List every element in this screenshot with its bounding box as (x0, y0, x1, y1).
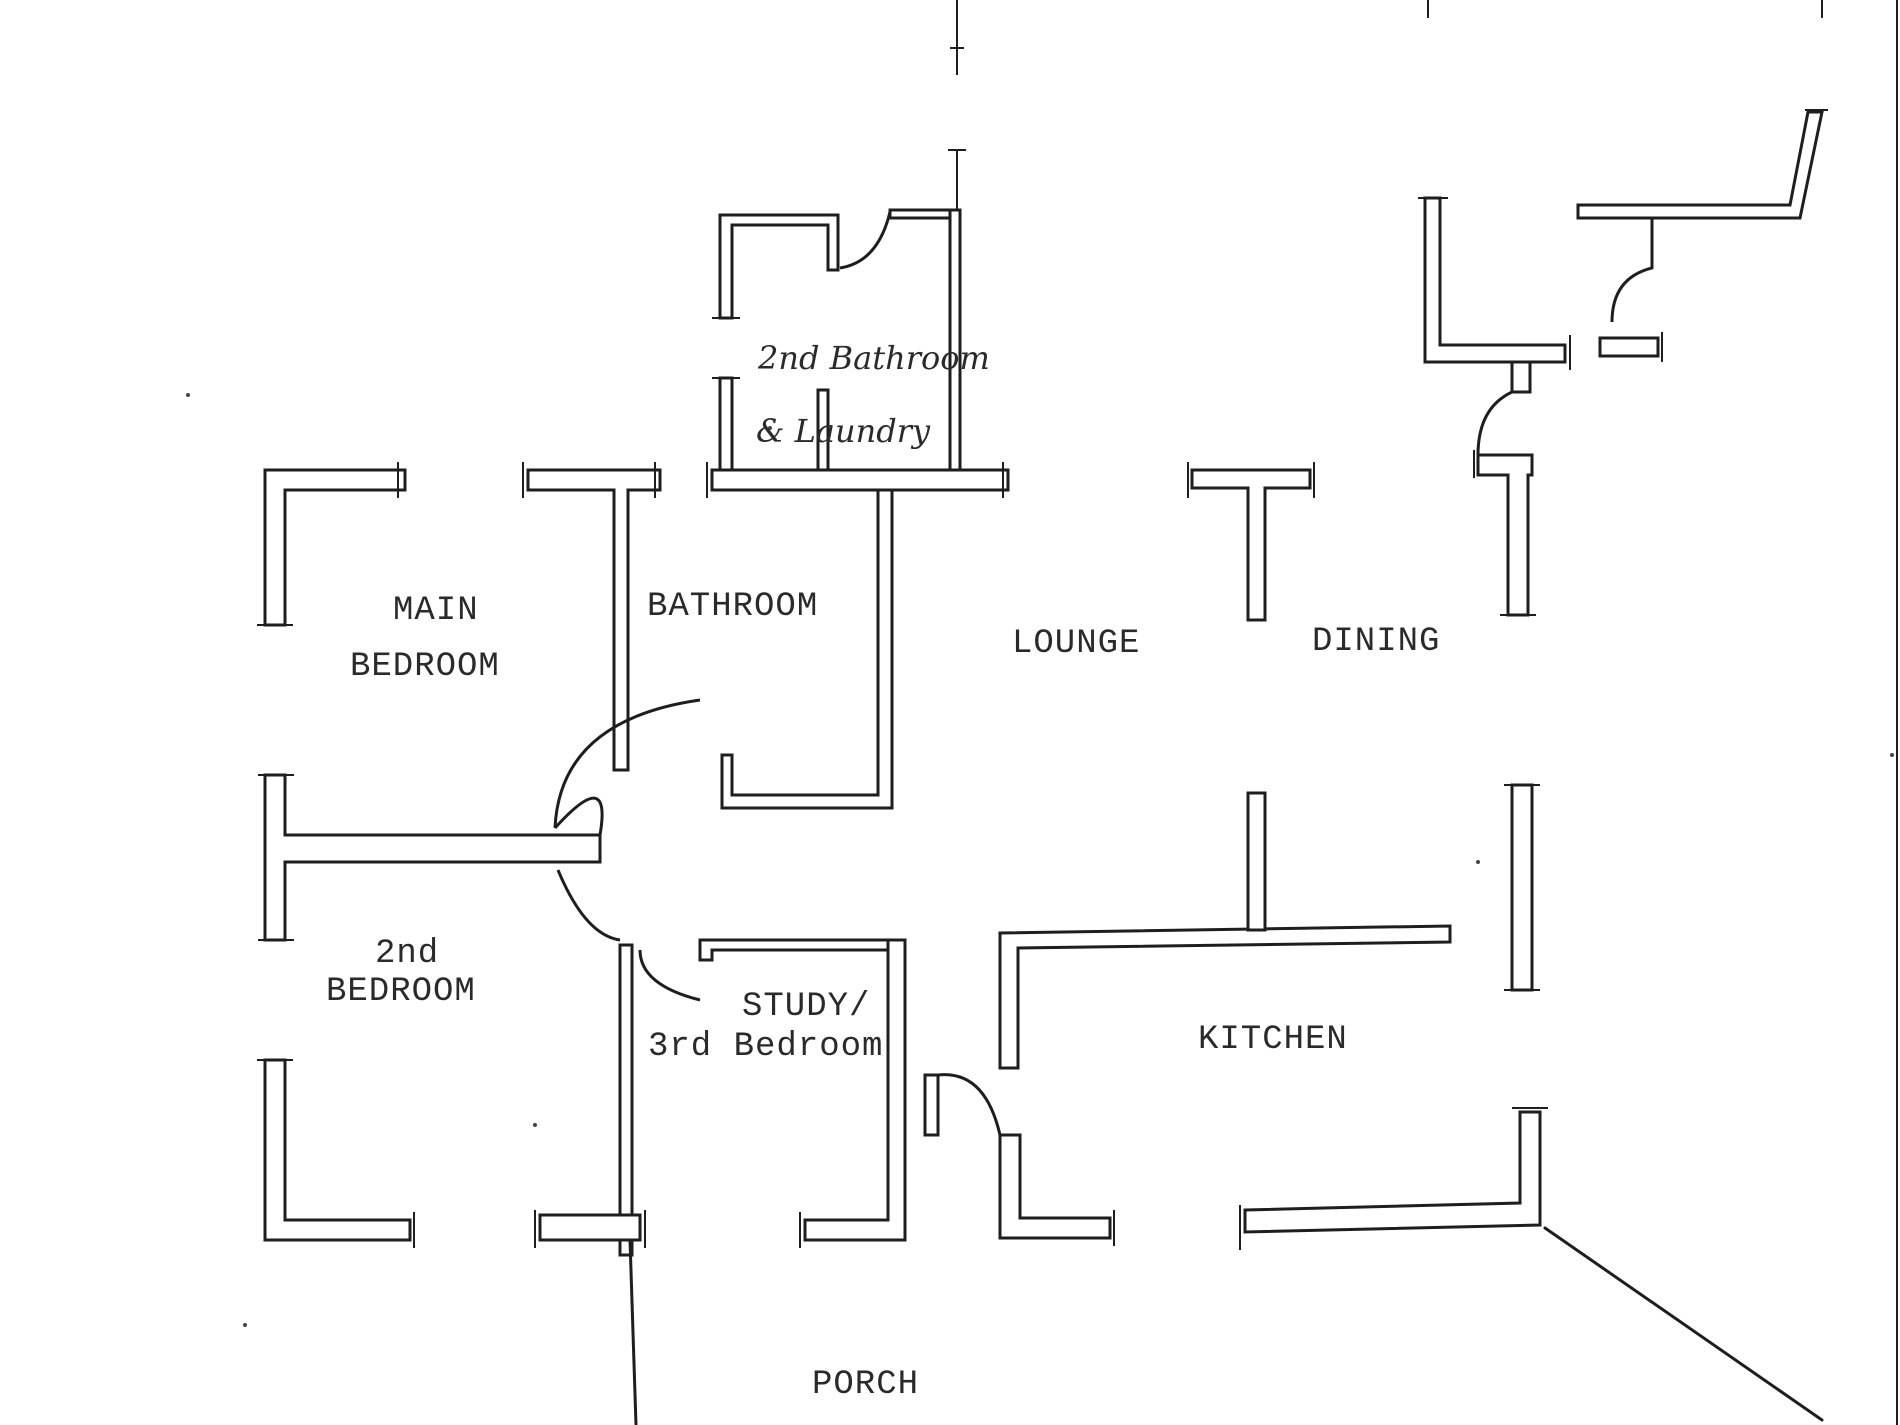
room-label-lounge: LOUNGE (1012, 625, 1141, 663)
room-label-second-bedroom-1: 2nd (375, 935, 440, 973)
wall-bedroom-bathroom (522, 462, 662, 772)
room-label-second-bedroom-2: BEDROOM (326, 973, 476, 1011)
room-label-laundry: & Laundry (756, 412, 931, 450)
room-label-main-bedroom-1: MAIN (393, 592, 479, 630)
wall-second-bedroom-top (258, 698, 701, 942)
room-label-second-bathroom: 2nd Bathroom (758, 339, 990, 377)
top-pipe-marks (948, 0, 1823, 215)
room-label-porch: PORCH (812, 1366, 920, 1404)
wall-kitchen-lower (998, 1107, 1548, 1250)
room-label-study-2: 3rd Bedroom (648, 1028, 884, 1066)
wall-second-bedroom-lower (257, 1058, 646, 1248)
paper-speckles (186, 393, 1894, 1327)
wall-main-bedroom-corner (257, 462, 407, 627)
wall-kitchen-top (998, 791, 1452, 1070)
wall-upper-right (1418, 109, 1828, 617)
second-bathroom-laundry (712, 208, 962, 472)
room-label-kitchen: KITCHEN (1198, 1021, 1348, 1059)
wall-bathroom-top (706, 462, 1010, 810)
room-label-main-bedroom-2: BEDROOM (350, 648, 500, 686)
room-label-study-1: STUDY/ (742, 988, 871, 1026)
room-label-bathroom: BATHROOM (647, 588, 819, 626)
wall-right-kitchen (1504, 783, 1540, 992)
wall-lounge-dining (1187, 462, 1315, 622)
wall-study (799, 938, 1002, 1248)
porch-outline (628, 1226, 1824, 1425)
room-label-dining: DINING (1312, 623, 1441, 661)
